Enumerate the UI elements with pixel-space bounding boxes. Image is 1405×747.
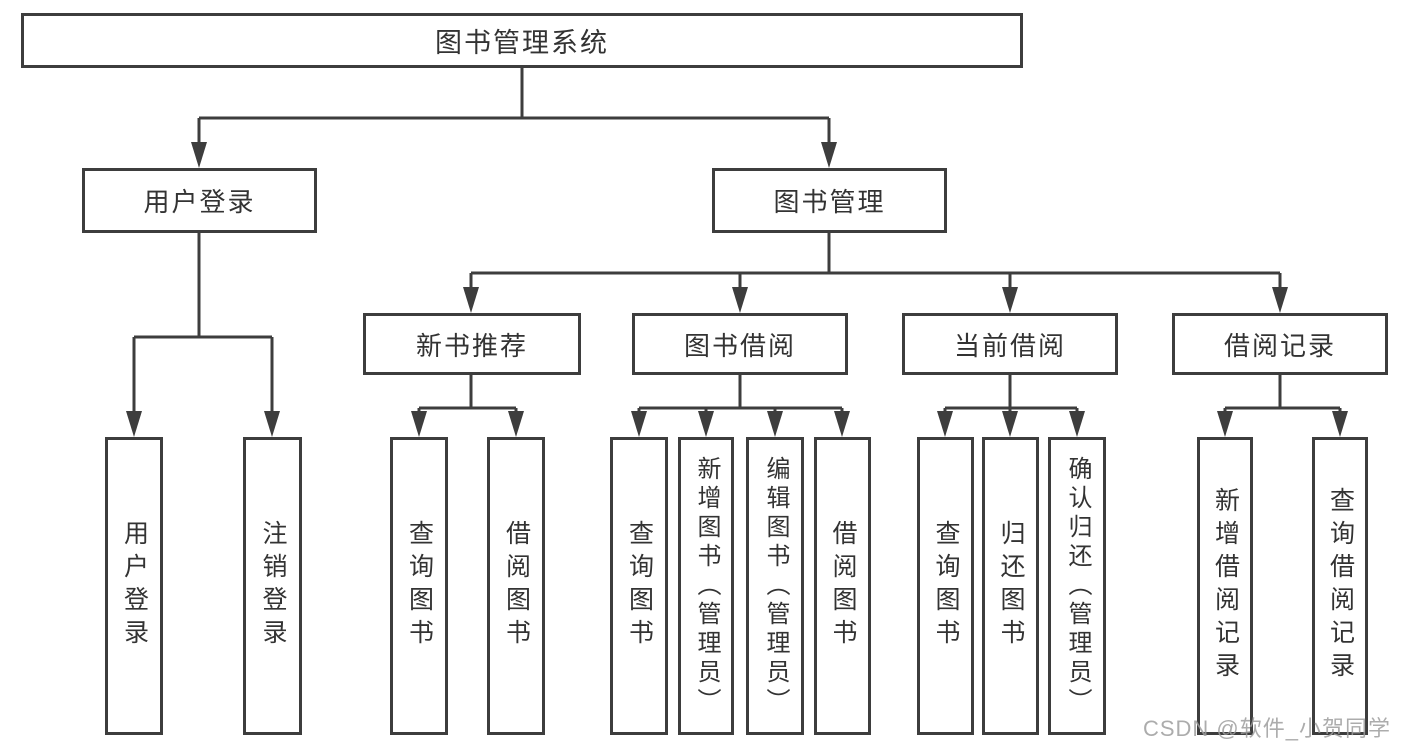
leaf-label: 确认归还（管理员）	[1064, 455, 1091, 717]
leaf-edit-book-admin: 编辑图书（管理员）	[746, 437, 804, 735]
node-new-book-recommend: 新书推荐	[363, 313, 581, 375]
leaf-borrow-books-borrowing: 借阅图书	[814, 437, 871, 735]
leaf-label: 查询图书	[625, 520, 654, 652]
node-book-management: 图书管理	[712, 168, 947, 233]
leaf-query-books-borrowing: 查询图书	[610, 437, 668, 735]
leaf-confirm-return-admin: 确认归还（管理员）	[1048, 437, 1106, 735]
leaf-return-book: 归还图书	[982, 437, 1039, 735]
leaf-label: 借阅图书	[829, 520, 857, 652]
leaf-label: 用户登录	[120, 520, 149, 652]
leaf-label: 新增借阅记录	[1211, 487, 1240, 685]
leaf-user-login: 用户登录	[105, 437, 163, 735]
leaf-label: 新增图书（管理员）	[693, 455, 720, 717]
leaf-query-books-recommend: 查询图书	[390, 437, 448, 735]
leaf-logout: 注销登录	[243, 437, 302, 735]
node-borrowing-records: 借阅记录	[1172, 313, 1388, 375]
leaf-label: 借阅图书	[502, 520, 531, 652]
node-user-login: 用户登录	[82, 168, 317, 233]
leaf-label: 查询借阅记录	[1326, 487, 1355, 685]
leaf-label: 查询图书	[932, 520, 960, 652]
node-current-borrowing: 当前借阅	[902, 313, 1118, 375]
leaf-add-book-admin: 新增图书（管理员）	[678, 437, 734, 735]
leaf-label: 查询图书	[405, 520, 434, 652]
leaf-label: 编辑图书（管理员）	[762, 455, 789, 717]
node-book-borrowing: 图书借阅	[632, 313, 848, 375]
leaf-label: 归还图书	[997, 520, 1025, 652]
leaf-add-borrow-record: 新增借阅记录	[1197, 437, 1253, 735]
leaf-query-books-current: 查询图书	[917, 437, 974, 735]
leaf-label: 注销登录	[259, 520, 287, 652]
node-root: 图书管理系统	[21, 13, 1023, 68]
leaf-borrow-books-recommend: 借阅图书	[487, 437, 545, 735]
csdn-watermark: CSDN @软件_小贺同学	[1142, 716, 1391, 741]
leaf-query-borrow-record: 查询借阅记录	[1312, 437, 1368, 735]
